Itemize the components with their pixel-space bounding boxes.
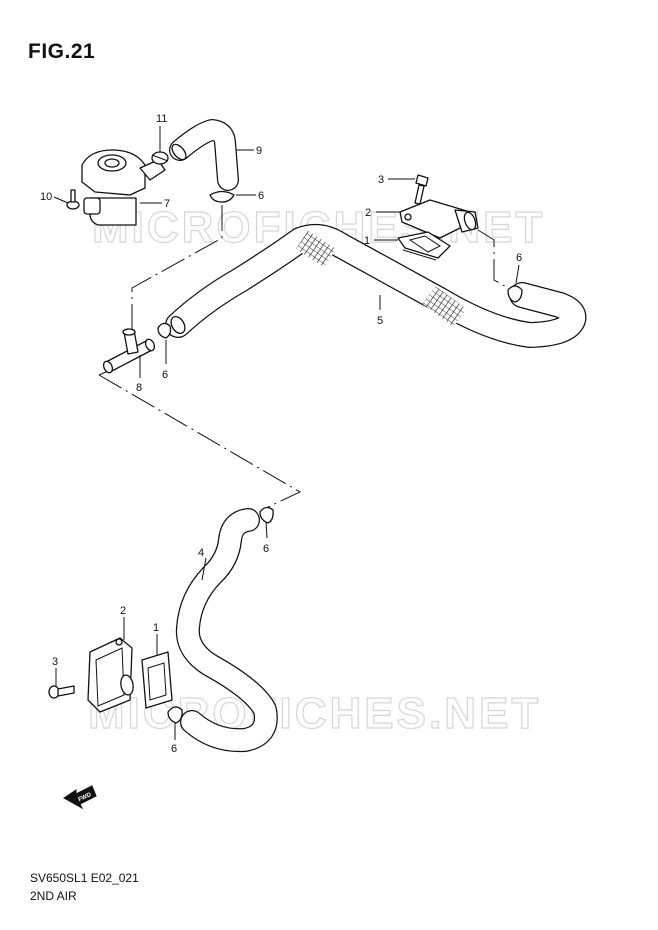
callout-3-upper: 3 [378, 174, 384, 186]
callout-7: 7 [164, 198, 170, 210]
drawing-title: 2ND AIR [30, 889, 77, 903]
air-valve-7 [81, 149, 166, 226]
callout-6-bottom: 6 [171, 743, 177, 755]
hose-4 [175, 508, 278, 753]
reed-cover-upper-2 [399, 199, 479, 239]
callout-5: 5 [377, 315, 383, 327]
callout-1-upper: 1 [364, 235, 370, 247]
callout-6-near-9: 6 [258, 190, 264, 202]
callout-2-lower: 2 [120, 605, 126, 617]
callout-8: 8 [136, 382, 142, 394]
callout-numbers: 11 9 10 7 6 3 2 1 6 5 6 8 6 4 2 1 3 6 [40, 113, 522, 755]
hose-9 [169, 119, 239, 191]
bolt-upper-3 [414, 174, 429, 205]
hose-5 [165, 223, 587, 348]
callout-4: 4 [198, 547, 204, 559]
callout-9: 9 [256, 145, 262, 157]
callout-11: 11 [156, 113, 167, 125]
callout-3-lower: 3 [52, 656, 58, 668]
bolt-lower-3 [48, 685, 75, 699]
clamp-11 [151, 151, 169, 165]
fwd-label: FWD [78, 792, 94, 803]
clip-6-lower [259, 506, 274, 524]
callout-1-lower: 1 [153, 622, 159, 634]
figure-title: FIG.21 [28, 40, 96, 63]
clip-6-upper [209, 190, 235, 203]
fwd-direction-badge: FWD [63, 785, 97, 810]
reed-valve-upper-1 [397, 231, 451, 261]
reed-cover-lower-2 [87, 637, 134, 713]
leader-lines [53, 126, 520, 740]
screw-10 [66, 189, 80, 210]
callout-6-right: 6 [516, 252, 522, 264]
clip-6-mid [157, 322, 172, 339]
t-joint-8 [102, 328, 156, 374]
callout-2-upper: 2 [365, 207, 371, 219]
clip-6-right [507, 285, 523, 303]
callout-10: 10 [40, 191, 52, 203]
reed-valve-lower-1 [141, 651, 173, 709]
callout-6-mid: 6 [162, 369, 168, 381]
clip-6-bottom [167, 706, 183, 724]
callout-6-lower: 6 [263, 543, 269, 555]
drawing-code: SV650SL1 E02_021 [30, 871, 139, 885]
